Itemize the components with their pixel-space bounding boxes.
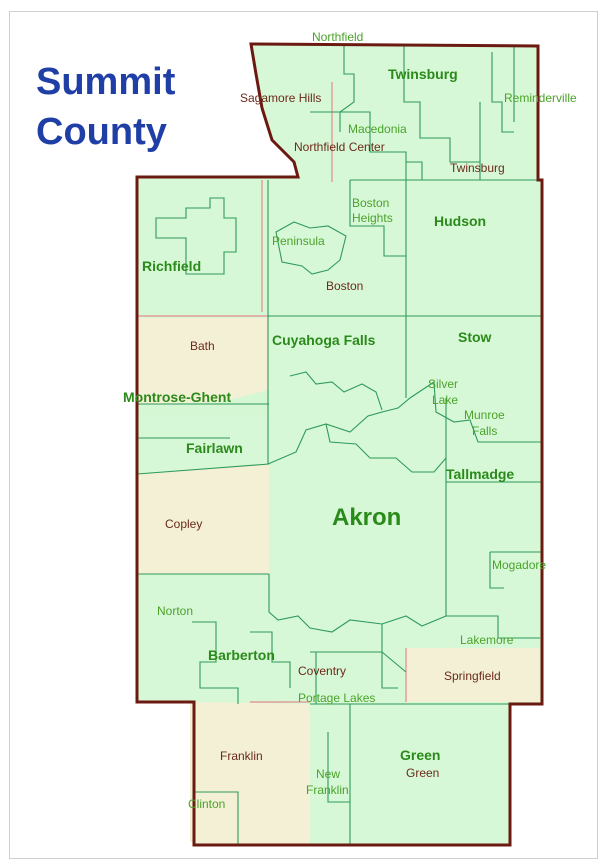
label-boston-heights-2: Heights	[352, 211, 393, 225]
overlay-copley	[137, 464, 269, 574]
county-land	[137, 44, 542, 845]
label-new-franklin-2: Franklin	[306, 783, 349, 797]
label-boston-heights-1: Boston	[352, 196, 389, 210]
label-lakemore: Lakemore	[460, 633, 514, 647]
label-tallmadge: Tallmadge	[446, 466, 514, 482]
label-twinsburg-city: Twinsburg	[388, 66, 458, 82]
overlay-bath	[137, 318, 269, 404]
label-twinsburg-twp: Twinsburg	[450, 161, 505, 175]
township-overlays	[137, 318, 540, 845]
label-hudson: Hudson	[434, 213, 486, 229]
label-akron: Akron	[332, 504, 401, 531]
label-richfield: Richfield	[142, 258, 201, 274]
label-portage-lakes: Portage Lakes	[298, 691, 375, 705]
label-silver-lake-2: Lake	[432, 393, 458, 407]
label-norton: Norton	[157, 604, 193, 618]
label-fairlawn: Fairlawn	[186, 440, 243, 456]
label-munroe-falls-2: Falls	[472, 424, 497, 438]
overlay-franklin	[194, 702, 310, 845]
map-title-line2: County	[36, 111, 167, 153]
overlay-springfield	[406, 648, 540, 702]
label-bath: Bath	[190, 339, 215, 353]
label-coventry: Coventry	[298, 664, 346, 678]
label-peninsula: Peninsula	[272, 234, 325, 248]
place-labels: Northfield Twinsburg Reminderville Sagam…	[123, 30, 577, 811]
label-montrose-ghent: Montrose-Ghent	[123, 389, 231, 405]
label-macedonia: Macedonia	[348, 122, 407, 136]
label-new-franklin-1: New	[316, 767, 340, 781]
label-green-city: Green	[400, 747, 440, 763]
label-cuyahoga-falls: Cuyahoga Falls	[272, 332, 376, 348]
label-northfield: Northfield	[312, 30, 363, 44]
map-title-line1: Summit	[36, 61, 176, 103]
label-mogadore: Mogadore	[492, 558, 546, 572]
township-lines	[137, 82, 407, 703]
label-boston: Boston	[326, 279, 363, 293]
label-sagamore-hills: Sagamore Hills	[240, 91, 321, 105]
label-munroe-falls-1: Munroe	[464, 408, 505, 422]
label-reminderville: Reminderville	[504, 91, 577, 105]
label-green-twp: Green	[406, 766, 439, 780]
map-frame: Summit County	[9, 11, 598, 859]
label-silver-lake-1: Silver	[428, 377, 458, 391]
county-border	[135, 42, 544, 847]
label-clinton: Clinton	[188, 797, 225, 811]
label-northfield-center: Northfield Center	[294, 140, 385, 154]
municipal-lines	[136, 46, 542, 845]
label-copley: Copley	[165, 517, 202, 531]
label-franklin: Franklin	[220, 749, 263, 763]
label-springfield: Springfield	[444, 669, 501, 683]
summit-county-map: Summit County	[36, 30, 577, 847]
label-barberton: Barberton	[208, 647, 275, 663]
label-stow: Stow	[458, 329, 492, 345]
